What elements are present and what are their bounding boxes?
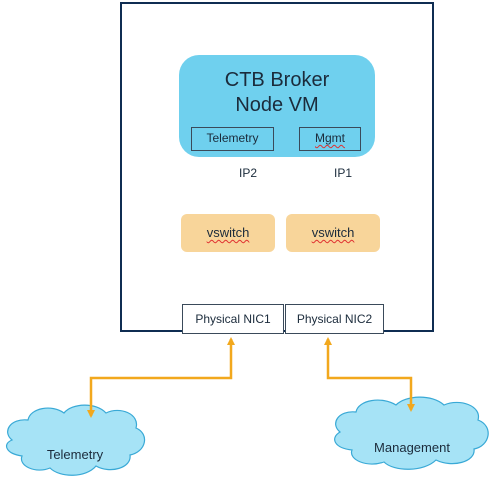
vm-title-line2: Node VM [235, 94, 319, 116]
ip2-label: IP2 [239, 166, 258, 180]
vm-title: CTB Broker Node VM [179, 68, 375, 118]
ip1-label: IP1 [334, 166, 353, 180]
arrow-nic2-management-cloud [324, 337, 415, 412]
arrow-nic1-telemetry-cloud [87, 337, 235, 418]
telemetry-cloud-label: Telemetry [46, 447, 104, 462]
physical-nic2-label: Physical NIC2 [296, 312, 373, 326]
telemetry-port-label: Telemetry [206, 131, 259, 145]
telemetry-port: Telemetry [191, 127, 274, 151]
mgmt-port: Mgmt [299, 127, 361, 151]
physical-nic1-label: Physical NIC1 [195, 312, 271, 326]
management-cloud-label: Management [374, 440, 450, 455]
physical-nic2: Physical NIC2 [285, 304, 384, 334]
vswitch-mgmt-label: vswitch [311, 225, 355, 240]
vswitch-telemetry-label: vswitch [206, 225, 250, 240]
vswitch-telemetry: vswitch [181, 214, 275, 252]
vm-title-line1: CTB Broker [224, 69, 330, 91]
vswitch-mgmt: vswitch [286, 214, 380, 252]
mgmt-port-label: Mgmt [315, 131, 345, 145]
physical-nic1: Physical NIC1 [182, 304, 284, 334]
telemetry-cloud [5, 404, 146, 476]
host-server-box [120, 2, 434, 332]
